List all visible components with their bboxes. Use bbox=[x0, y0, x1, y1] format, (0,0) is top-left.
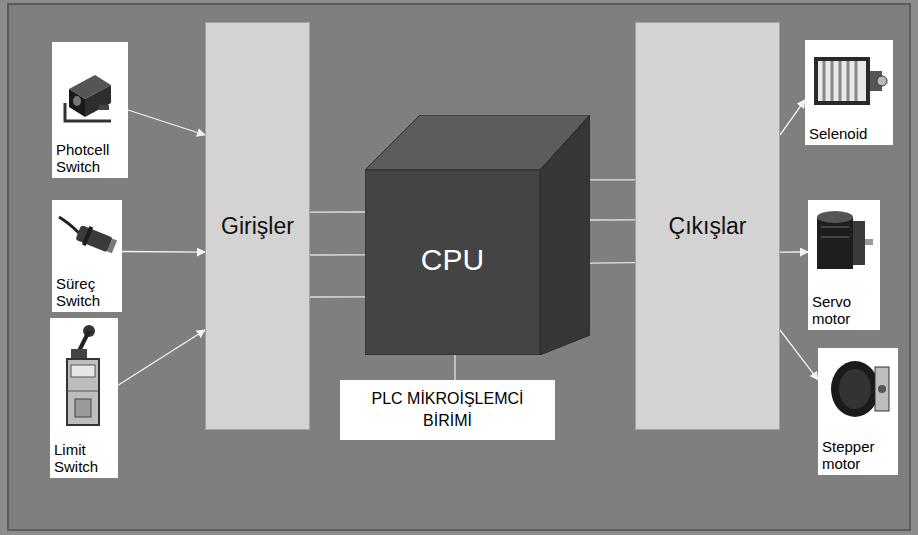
bar-title: Girişler bbox=[221, 213, 294, 240]
actuator-box: Servo motor bbox=[808, 200, 880, 330]
bar-title: Çıkışlar bbox=[669, 213, 747, 240]
box-label: Servo motor bbox=[811, 293, 877, 328]
box-label: PLC MİKROİŞLEMCİ BİRİMİ bbox=[362, 388, 533, 431]
limit-switch-icon bbox=[53, 321, 115, 429]
sensor-box: Photcell Switch bbox=[52, 42, 128, 178]
box-label: Photcell Switch bbox=[55, 141, 125, 176]
actuator-box: Stepper motor bbox=[818, 348, 898, 475]
cpu-cube bbox=[365, 115, 590, 355]
box-label: Stepper motor bbox=[821, 438, 895, 473]
panel-ground bbox=[8, 4, 910, 530]
cpu-title: CPU bbox=[365, 243, 540, 277]
signal-arrow bbox=[118, 330, 205, 385]
signal-line bbox=[454, 355, 455, 380]
box-label: Limit Switch bbox=[53, 441, 115, 476]
signal-line bbox=[590, 179, 635, 180]
sensor-box: Süreç Switch bbox=[52, 200, 122, 312]
signal-line bbox=[310, 211, 365, 212]
signal-arrow bbox=[128, 110, 205, 135]
sensor-box: Limit Switch bbox=[50, 318, 118, 478]
signal-line bbox=[590, 262, 635, 264]
box-label: Selenoid bbox=[808, 125, 890, 142]
output-bar: Çıkışlar bbox=[635, 22, 780, 430]
signal-line bbox=[310, 296, 365, 297]
cpu-block: CPU bbox=[365, 115, 590, 355]
input-bar: Girişler bbox=[205, 22, 310, 430]
signal-arrow bbox=[780, 251, 808, 252]
proximity-sensor-icon bbox=[55, 203, 119, 265]
photocell-icon bbox=[55, 45, 125, 137]
signal-line bbox=[310, 254, 365, 255]
solenoid-icon bbox=[808, 43, 890, 117]
signal-line bbox=[590, 219, 635, 220]
signal-arrow bbox=[780, 330, 818, 380]
box-label: Süreç Switch bbox=[55, 275, 119, 310]
servo-motor-icon bbox=[811, 203, 877, 277]
callout-label: PLC MİKROİŞLEMCİ BİRİMİ bbox=[340, 380, 555, 440]
stepper-motor-icon bbox=[821, 351, 895, 425]
actuator-box: Selenoid bbox=[805, 40, 893, 145]
signal-arrow bbox=[780, 100, 805, 135]
signal-arrow bbox=[122, 251, 205, 253]
